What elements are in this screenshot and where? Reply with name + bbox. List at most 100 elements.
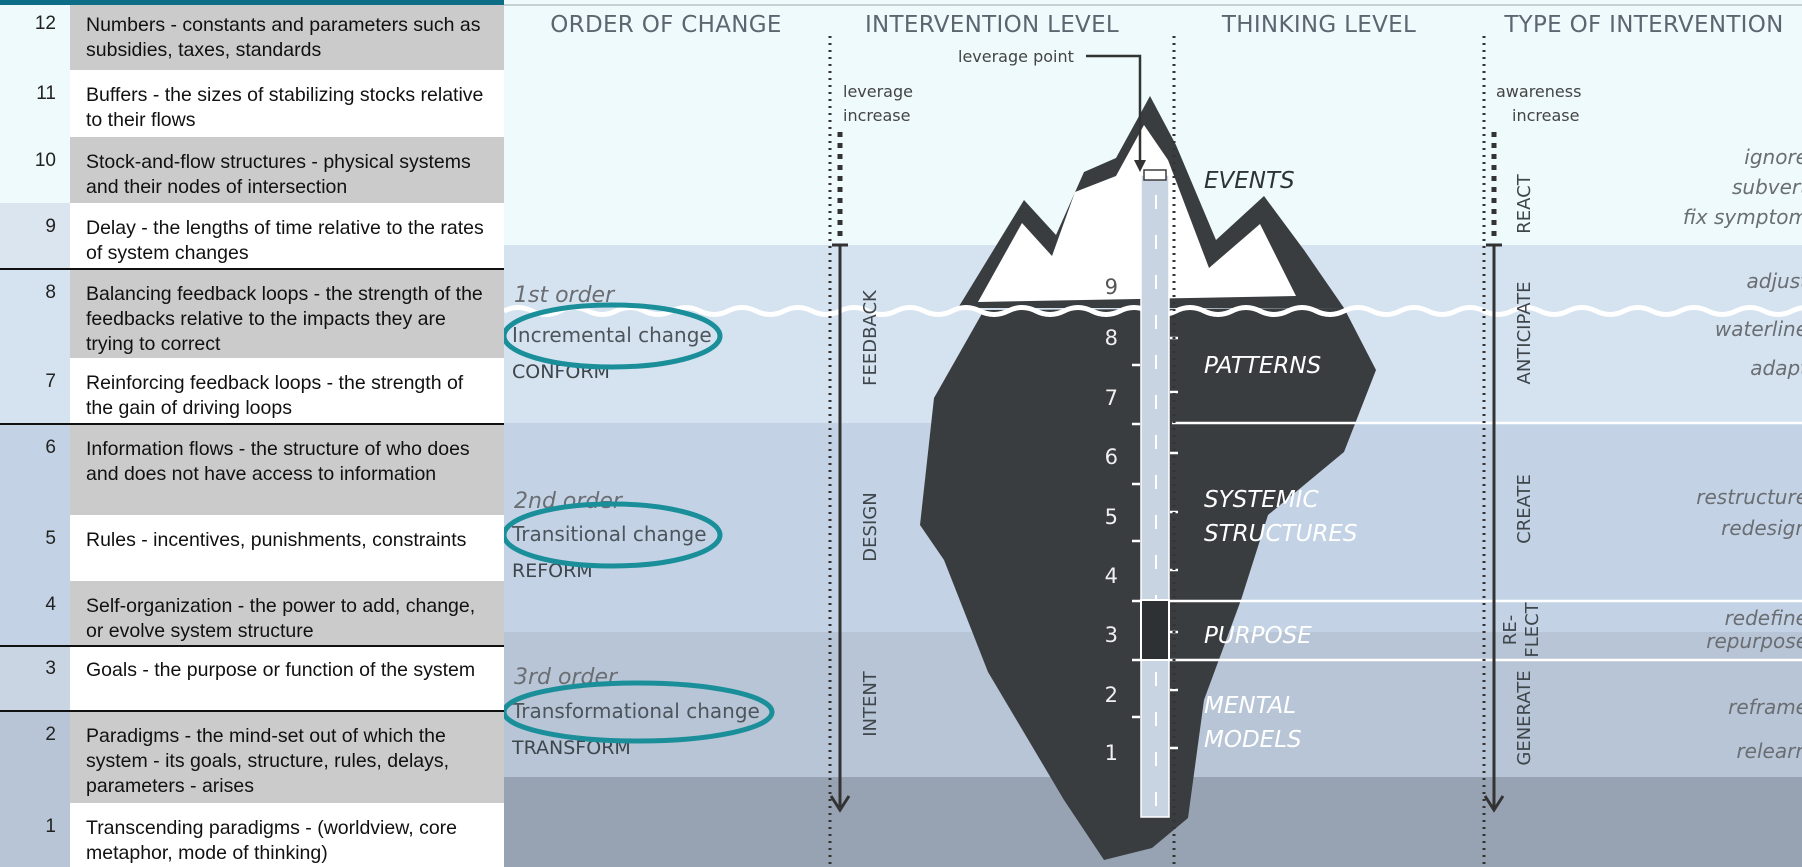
leverage-point-label: leverage point bbox=[958, 47, 1074, 66]
word-fix-symptom: fix symptom bbox=[1683, 205, 1802, 229]
level-row-6: 6 Information flows - the structure of w… bbox=[0, 424, 504, 515]
intervention-feedback: FEEDBACK bbox=[860, 289, 881, 386]
level-row-12: 12 Numbers - constants and parameters su… bbox=[0, 0, 504, 70]
band-separator bbox=[0, 645, 504, 647]
level-number: 3 bbox=[45, 658, 56, 679]
band-separator bbox=[0, 268, 504, 270]
header-order-of-change: ORDER OF CHANGE bbox=[550, 12, 781, 38]
level-row-10: 10 Stock-and-flow structures - physical … bbox=[0, 137, 504, 203]
leverage-column-purpose bbox=[1140, 599, 1170, 661]
level-number: 2 bbox=[45, 724, 56, 745]
level-description: Stock-and-flow structures - physical sys… bbox=[70, 137, 504, 203]
thinking-patterns: PATTERNS bbox=[1204, 353, 1321, 379]
level-number: 1 bbox=[45, 816, 56, 837]
word-reframe: reframe bbox=[1728, 695, 1802, 719]
awareness-increase-label: awareness bbox=[1496, 82, 1581, 101]
level-number: 9 bbox=[45, 216, 56, 237]
band-separator bbox=[0, 423, 504, 425]
word-redesign: redesign bbox=[1721, 516, 1802, 540]
thinking-purpose: PURPOSE bbox=[1204, 623, 1312, 649]
leverage-increase-label-2: increase bbox=[843, 106, 910, 125]
band-separator bbox=[0, 710, 504, 712]
leverage-point-arrowhead bbox=[1134, 160, 1146, 172]
level-description: Information flows - the structure of who… bbox=[70, 424, 504, 515]
word-relearn: relearn bbox=[1736, 739, 1802, 763]
thinking-systemic: SYSTEMIC bbox=[1204, 487, 1319, 513]
header-thinking-level: THINKING LEVEL bbox=[1221, 12, 1416, 38]
level-description: Rules - incentives, punishments, constra… bbox=[70, 515, 504, 581]
thinking-events: EVENTS bbox=[1204, 168, 1295, 194]
iceberg-level-1: 1 bbox=[1105, 741, 1118, 765]
level-row-8: 8 Balancing feedback loops - the strengt… bbox=[0, 269, 504, 358]
level-row-11: 11 Buffers - the sizes of stabilizing st… bbox=[0, 70, 504, 137]
level-row-7: 7 Reinforcing feedback loops - the stren… bbox=[0, 358, 504, 424]
change-incremental: Incremental change bbox=[512, 323, 712, 347]
level-description: Balancing feedback loops - the strength … bbox=[70, 269, 504, 358]
word-subvert: subvert bbox=[1732, 175, 1802, 199]
word-restructure: restructure bbox=[1696, 485, 1802, 509]
word-waterline: waterline bbox=[1715, 317, 1802, 341]
leverage-points-table: 12 Numbers - constants and parameters su… bbox=[0, 0, 504, 867]
highlight-ring-transitional bbox=[504, 501, 723, 569]
level-description: Self-organization - the power to add, ch… bbox=[70, 581, 504, 645]
thinking-structures: STRUCTURES bbox=[1204, 521, 1358, 547]
awareness-increase-label-2: increase bbox=[1512, 106, 1579, 125]
leverage-increase-label: leverage bbox=[843, 82, 913, 101]
level-number: 4 bbox=[45, 594, 56, 615]
word-redefine: redefine bbox=[1725, 606, 1802, 630]
change-transformational: Transformational change bbox=[511, 699, 760, 723]
level-description: Delay - the lengths of time relative to … bbox=[70, 203, 504, 269]
level-number: 12 bbox=[34, 13, 56, 34]
type-create: CREATE bbox=[1514, 474, 1535, 544]
level-number: 5 bbox=[45, 528, 56, 549]
intervention-design: DESIGN bbox=[860, 492, 881, 561]
word-adapt: adapt bbox=[1750, 356, 1802, 380]
header-type-of-intervention: TYPE OF INTERVENTION bbox=[1503, 12, 1783, 38]
leverage-point-pointer bbox=[1086, 54, 1142, 162]
iceberg-snow bbox=[978, 125, 1296, 302]
level-row-3: 3 Goals - the purpose or function of the… bbox=[0, 645, 504, 711]
level-description: Buffers - the sizes of stabilizing stock… bbox=[70, 70, 504, 137]
word-ignore: ignore bbox=[1744, 145, 1802, 169]
level-description: Numbers - constants and parameters such … bbox=[70, 0, 504, 70]
level-number: 6 bbox=[45, 437, 56, 458]
level-row-4: 4 Self-organization - the power to add, … bbox=[0, 581, 504, 645]
iceberg-level-9: 9 bbox=[1105, 275, 1118, 299]
title-strip bbox=[0, 0, 504, 5]
highlight-ring-incremental bbox=[504, 302, 723, 370]
level-row-9: 9 Delay - the lengths of time relative t… bbox=[0, 203, 504, 269]
iceberg-level-5: 5 bbox=[1105, 505, 1118, 529]
change-transitional: Transitional change bbox=[511, 522, 707, 546]
thinking-mental: MENTAL bbox=[1204, 693, 1296, 719]
level-row-5: 5 Rules - incentives, punishments, const… bbox=[0, 515, 504, 581]
iceberg-level-2: 2 bbox=[1105, 683, 1118, 707]
level-description: Reinforcing feedback loops - the strengt… bbox=[70, 358, 504, 424]
level-description: Goals - the purpose or function of the s… bbox=[70, 645, 504, 711]
level-row-1: 1 Transcending paradigms - (worldview, c… bbox=[0, 803, 504, 867]
iceberg-level-6: 6 bbox=[1105, 445, 1118, 469]
word-adjust: adjust bbox=[1747, 269, 1802, 293]
level-description: Transcending paradigms - (worldview, cor… bbox=[70, 803, 504, 867]
header-intervention-level: INTERVENTION LEVEL bbox=[865, 12, 1119, 38]
iceberg-level-3: 3 bbox=[1105, 623, 1118, 647]
type-reflect-1: RE- bbox=[1500, 615, 1521, 645]
type-generate: GENERATE bbox=[1514, 670, 1535, 765]
level-number: 10 bbox=[34, 150, 56, 171]
level-row-2: 2 Paradigms - the mind-set out of which … bbox=[0, 711, 504, 803]
word-repurpose: repurpose bbox=[1706, 629, 1802, 653]
level-description: Paradigms - the mind-set out of which th… bbox=[70, 711, 504, 803]
highlight-ring-transformational bbox=[504, 680, 775, 744]
level-number: 11 bbox=[36, 83, 56, 104]
level-number: 7 bbox=[45, 371, 56, 392]
iceberg-level-7: 7 bbox=[1105, 386, 1118, 410]
type-react: REACT bbox=[1514, 173, 1535, 233]
thinking-models: MODELS bbox=[1204, 727, 1302, 753]
mode-transform: TRANSFORM bbox=[511, 737, 631, 759]
iceberg-diagram: 9 8 7 6 5 4 3 2 1 ORDER OF CHANGE INTERV… bbox=[504, 0, 1802, 867]
type-anticipate: ANTICIPATE bbox=[1514, 282, 1535, 385]
order-2nd: 2nd order bbox=[514, 489, 624, 514]
iceberg-level-8: 8 bbox=[1105, 326, 1118, 350]
intervention-intent: INTENT bbox=[860, 670, 881, 737]
type-reflect-2: FLECT bbox=[1522, 601, 1543, 657]
iceberg-level-4: 4 bbox=[1105, 564, 1118, 588]
